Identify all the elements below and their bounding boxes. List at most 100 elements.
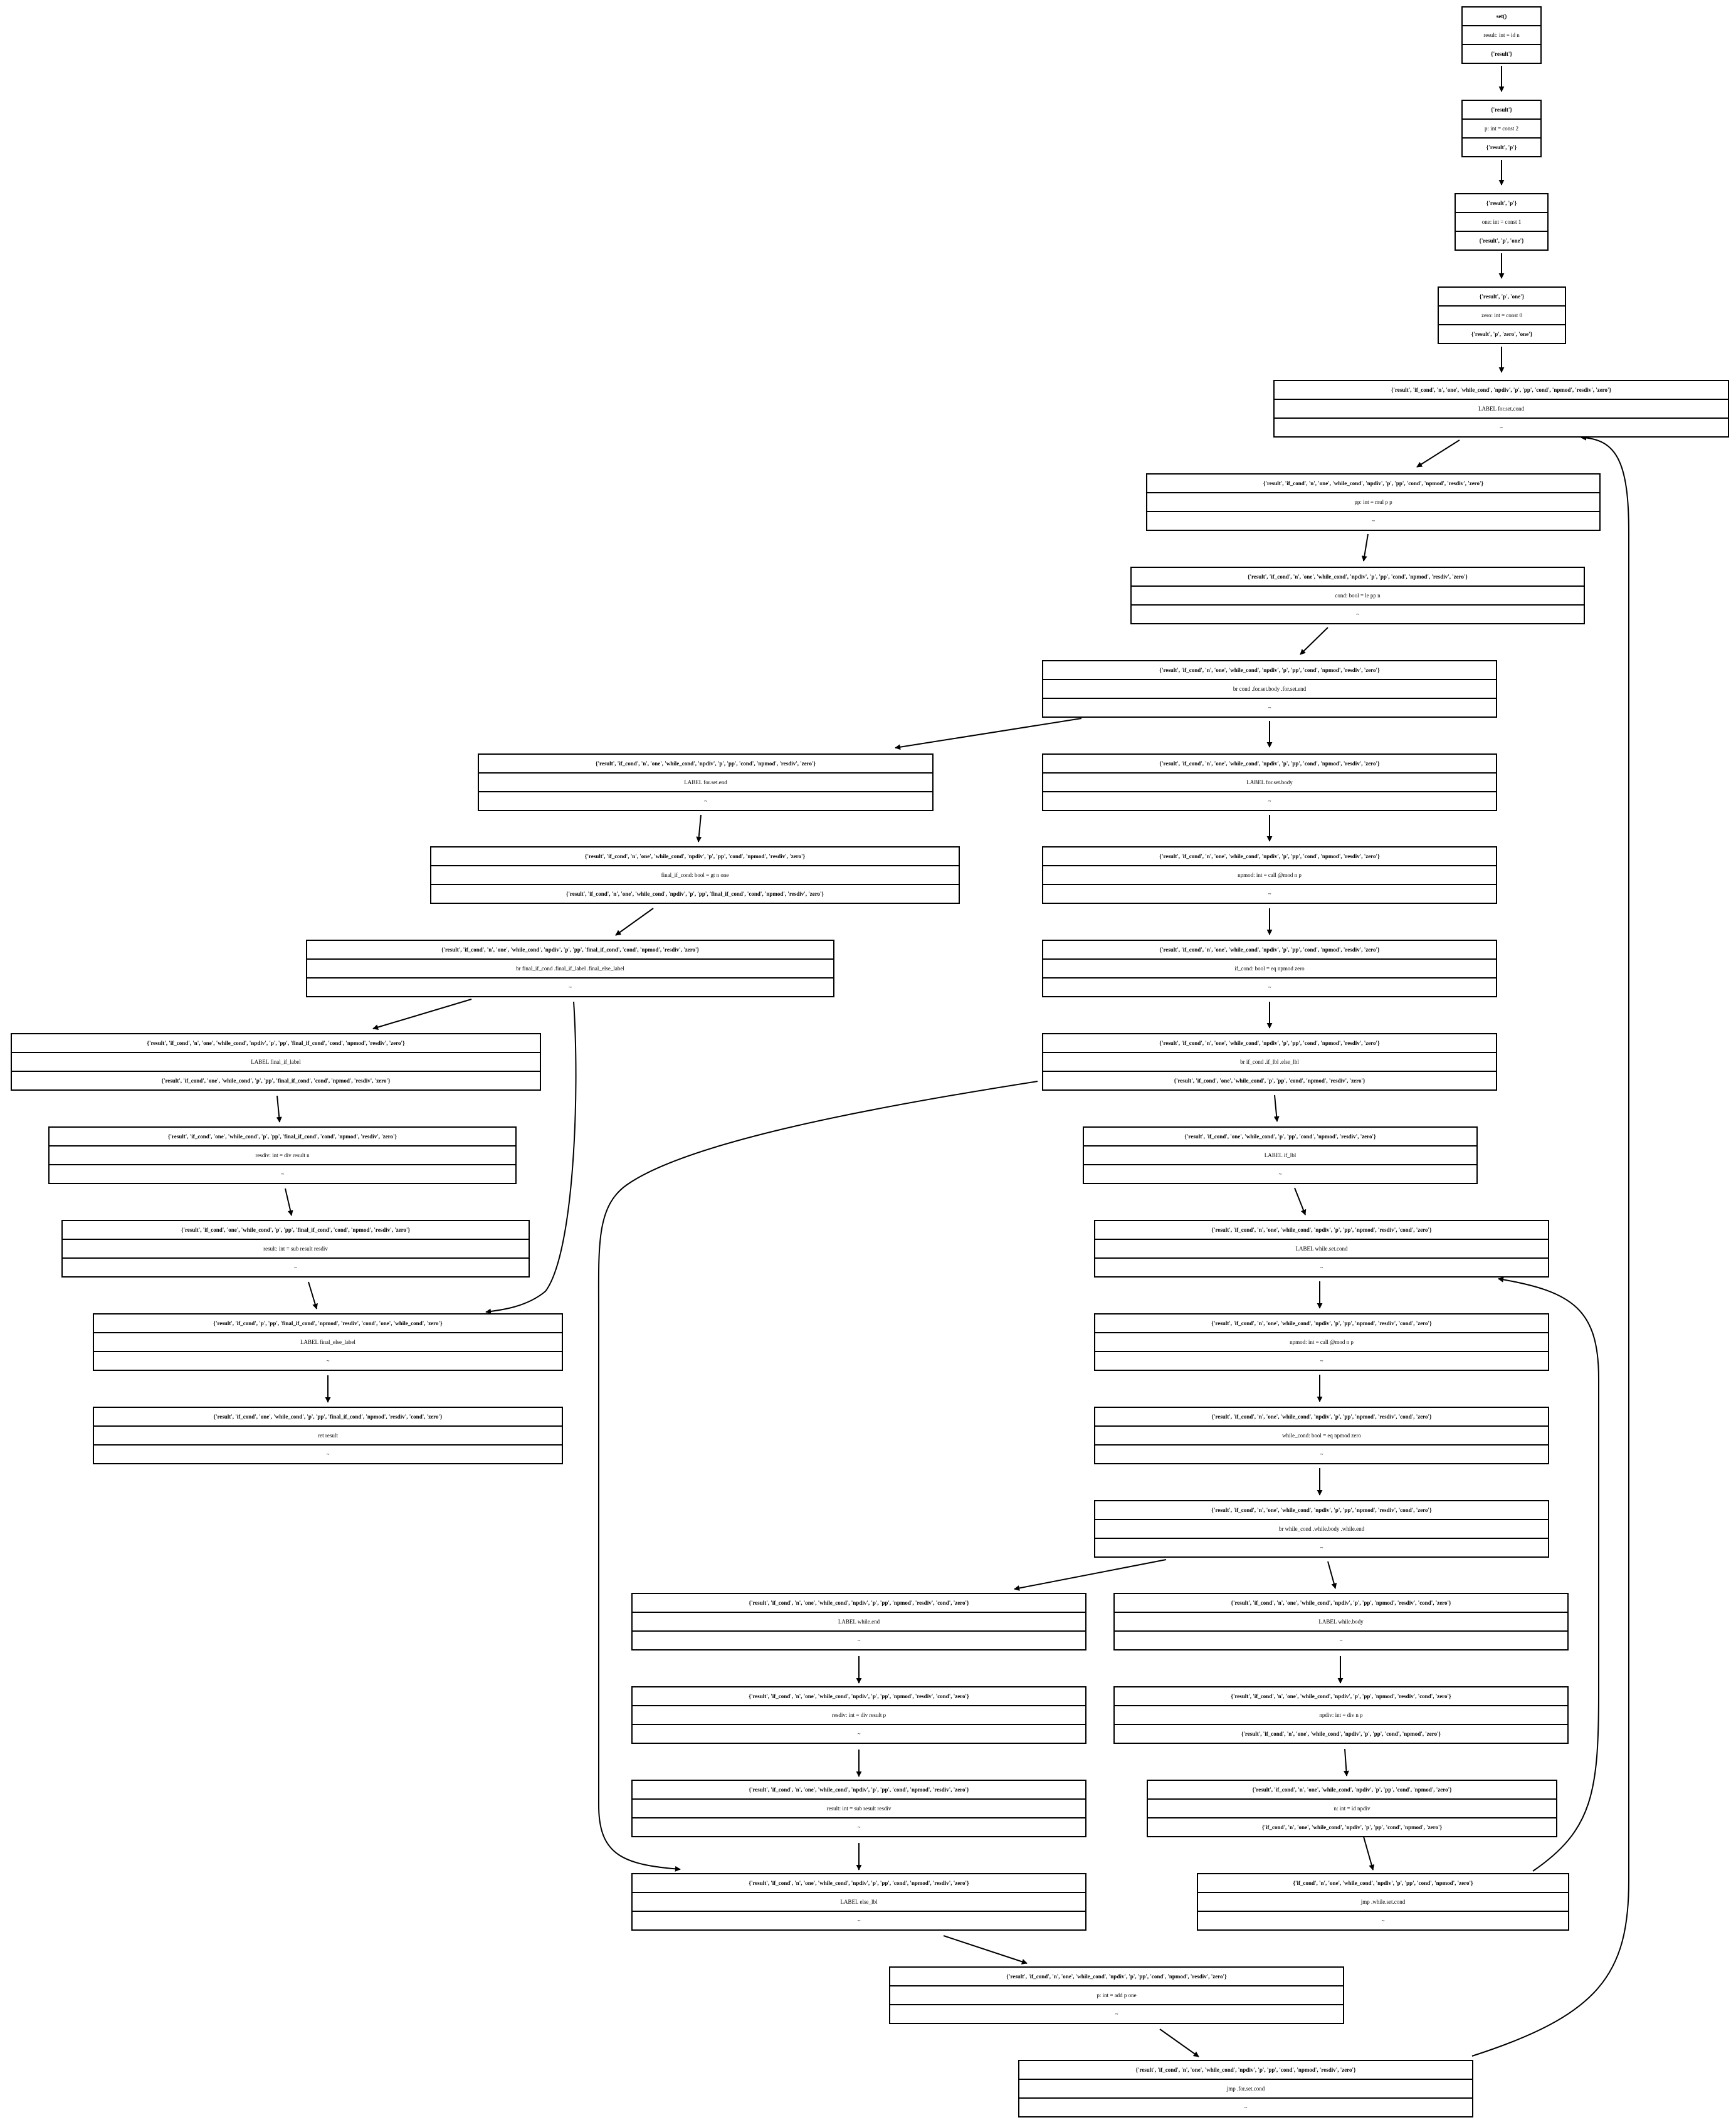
node-live-out: ~	[50, 1164, 515, 1183]
node-live-out: {'result'}	[1463, 44, 1540, 63]
cfg-node-n18: {'result', 'if_cond', 'n', 'one', 'while…	[1042, 846, 1497, 904]
node-live-out: {'result', 'if_cond', 'one', 'while_cond…	[12, 1071, 540, 1089]
edge-n34-n35	[1159, 2028, 1199, 2057]
node-instruction: resdiv: int = div result p	[633, 1705, 1085, 1724]
cfg-node-n1: set() result: int = id n{'result'}	[1461, 6, 1542, 64]
node-instruction: LABEL while.set.cond	[1095, 1239, 1548, 1257]
node-live-out: ~	[1132, 604, 1584, 623]
node-live-out: ~	[479, 791, 932, 810]
edge-n9-n10	[696, 814, 702, 842]
node-instruction: jmp .while.set.cond	[1198, 1892, 1568, 1911]
node-instruction: result: int = id n	[1463, 25, 1540, 44]
node-live-in: {'result', 'if_cond', 'n', 'one', 'while…	[1247, 573, 1468, 580]
node-live-in: {'result', 'if_cond', 'n', 'one', 'while…	[1135, 2066, 1356, 2073]
node-live-in: {'result', 'if_cond', 'n', 'one', 'while…	[1006, 1973, 1227, 1980]
edge-n11-n12	[372, 999, 472, 1030]
node-live-in: {'result', 'if_cond', 'p', 'pp', 'final_…	[213, 1320, 443, 1326]
node-live-in: {'result', 'if_cond', 'n', 'one', 'while…	[595, 760, 816, 767]
node-live-out: {'result', 'p'}	[1463, 137, 1540, 156]
cfg-node-n8: {'result', 'if_cond', 'n', 'one', 'while…	[1042, 660, 1497, 718]
node-live-in: {'result', 'p', 'one'}	[1479, 293, 1525, 300]
node-live-in: {'result', 'if_cond', 'n', 'one', 'while…	[1159, 1039, 1380, 1046]
node-live-out: ~	[1095, 1257, 1548, 1276]
edge-n32-n33	[1363, 1836, 1375, 1871]
node-live-in: {'result', 'if_cond', 'n', 'one', 'while…	[1211, 1506, 1432, 1513]
node-live-out: ~	[1084, 1164, 1476, 1183]
node-live-in: {'result', 'if_cond', 'n', 'one', 'while…	[1159, 760, 1380, 767]
edge-n10-n11	[615, 908, 654, 936]
node-live-in: {'result', 'if_cond', 'n', 'one', 'while…	[1391, 386, 1612, 393]
cfg-node-n20: {'result', 'if_cond', 'n', 'one', 'while…	[1042, 1033, 1497, 1091]
node-instruction: br if_cond .if_lbl .else_lbl	[1043, 1052, 1496, 1071]
node-live-in: {'result', 'if_cond', 'n', 'one', 'while…	[749, 1599, 969, 1606]
node-live-in: {'result', 'if_cond', 'n', 'one', 'while…	[1159, 946, 1380, 953]
cfg-node-n15: {'result', 'if_cond', 'p', 'pp', 'final_…	[93, 1313, 563, 1371]
cfg-node-n13: {'result', 'if_cond', 'one', 'while_cond…	[48, 1126, 517, 1184]
cfg-node-n2: {'result'}p: int = const 2{'result', 'p'…	[1461, 100, 1542, 157]
node-live-out: {'if_cond', 'n', 'one', 'while_cond', 'n…	[1148, 1817, 1556, 1836]
node-live-in: {'result', 'if_cond', 'one', 'while_cond…	[1184, 1133, 1376, 1140]
cfg-node-n7: {'result', 'if_cond', 'n', 'one', 'while…	[1130, 567, 1585, 624]
node-live-in: {'result', 'if_cond', 'n', 'one', 'while…	[1231, 1692, 1451, 1699]
node-instruction: LABEL else_lbl	[633, 1892, 1085, 1911]
cfg-node-n9: {'result', 'if_cond', 'n', 'one', 'while…	[478, 753, 934, 811]
node-live-out: {'result', 'if_cond', 'one', 'while_cond…	[1043, 1071, 1496, 1089]
node-live-in: {'result', 'p'}	[1486, 199, 1517, 206]
node-live-out: ~	[1198, 1911, 1568, 1929]
node-live-out: ~	[633, 1911, 1085, 1929]
cfg-node-n12: {'result', 'if_cond', 'n', 'one', 'while…	[11, 1033, 541, 1091]
node-live-in: {'result', 'if_cond', 'one', 'while_cond…	[181, 1226, 411, 1233]
node-live-out: ~	[1043, 977, 1496, 996]
node-instruction: npmod: int = call @mod n p	[1095, 1332, 1548, 1351]
cfg-node-n30: {'result', 'if_cond', 'n', 'one', 'while…	[1113, 1593, 1569, 1650]
node-live-in: {'result', 'if_cond', 'one', 'while_cond…	[167, 1133, 397, 1140]
cfg-node-n3: {'result', 'p'} one: int = const 1{'resul…	[1455, 193, 1549, 251]
node-live-in: {'result', 'if_cond', 'n', 'one', 'while…	[1211, 1413, 1432, 1420]
node-live-out: ~	[633, 1724, 1085, 1743]
cfg-node-n25: {'result', 'if_cond', 'n', 'one', 'while…	[1094, 1500, 1549, 1558]
cfg-node-n24: {'result', 'if_cond', 'n', 'one', 'while…	[1094, 1407, 1549, 1464]
node-instruction: one: int = const 1	[1456, 212, 1547, 231]
node-instruction: br while_cond .while.body .while.end	[1095, 1519, 1548, 1538]
node-live-in: {'result', 'if_cond', 'one', 'while_cond…	[213, 1413, 443, 1420]
node-live-in: {'result', 'if_cond', 'n', 'one', 'while…	[1263, 480, 1484, 486]
node-live-in: {'result', 'if_cond', 'n', 'one', 'while…	[749, 1879, 969, 1886]
node-live-out: ~	[1043, 791, 1496, 810]
node-instruction: LABEL while.body	[1115, 1612, 1567, 1630]
node-live-out: {'result', 'p', 'one'}	[1456, 231, 1547, 249]
edge-n21-n22	[1294, 1187, 1307, 1215]
cfg-node-n5: {'result', 'if_cond', 'n', 'one', 'while…	[1273, 380, 1729, 438]
edge-n31-n32	[1343, 1748, 1349, 1776]
node-live-out: ~	[890, 2004, 1343, 2023]
node-live-out: ~	[94, 1444, 562, 1463]
node-instruction: LABEL if_lbl	[1084, 1145, 1476, 1164]
cfg-node-n11: {'result', 'if_cond', 'n', 'one', 'while…	[306, 940, 834, 997]
edge-n20-n29	[597, 1081, 1038, 1872]
node-live-in: {'result', 'if_cond', 'n', 'one', 'while…	[441, 946, 700, 953]
node-live-out: ~	[1115, 1630, 1567, 1649]
node-live-out: ~	[94, 1351, 562, 1370]
cfg-node-n27: {'result', 'if_cond', 'n', 'one', 'while…	[631, 1686, 1086, 1744]
node-live-out: ~	[63, 1257, 529, 1276]
node-instruction: final_if_cond: bool = gt n one	[431, 865, 959, 884]
node-instruction: jmp .for.set.cond	[1019, 2079, 1472, 2097]
node-instruction: br cond .for.set.body .for.set.end	[1043, 679, 1496, 698]
node-instruction: ret result	[94, 1425, 562, 1444]
cfg-node-n17: {'result', 'if_cond', 'n', 'one', 'while…	[1042, 753, 1497, 811]
node-instruction: LABEL final_if_label	[12, 1052, 540, 1071]
edge-n12-n13	[276, 1095, 282, 1123]
node-live-out: ~	[1275, 417, 1728, 436]
node-live-in: set()	[1496, 13, 1507, 19]
node-live-out: ~	[307, 977, 833, 996]
edge-n35-n5	[1471, 434, 1629, 2057]
cfg-node-n35: {'result', 'if_cond', 'n', 'one', 'while…	[1018, 2060, 1473, 2117]
cfg-node-n21: {'result', 'if_cond', 'one', 'while_cond…	[1083, 1126, 1478, 1184]
node-instruction: cond: bool = le pp n	[1132, 585, 1584, 604]
node-live-in: {'result'}	[1491, 106, 1512, 113]
node-live-out: ~	[1095, 1444, 1548, 1463]
edge-n14-n15	[308, 1281, 318, 1309]
cfg-node-n31: {'result', 'if_cond', 'n', 'one', 'while…	[1113, 1686, 1569, 1744]
node-live-in: {'if_cond', 'n', 'one', 'while_cond', 'n…	[1293, 1879, 1473, 1886]
edge-n8-n9	[895, 718, 1082, 750]
node-instruction: npdiv: int = div n p	[1115, 1705, 1567, 1724]
